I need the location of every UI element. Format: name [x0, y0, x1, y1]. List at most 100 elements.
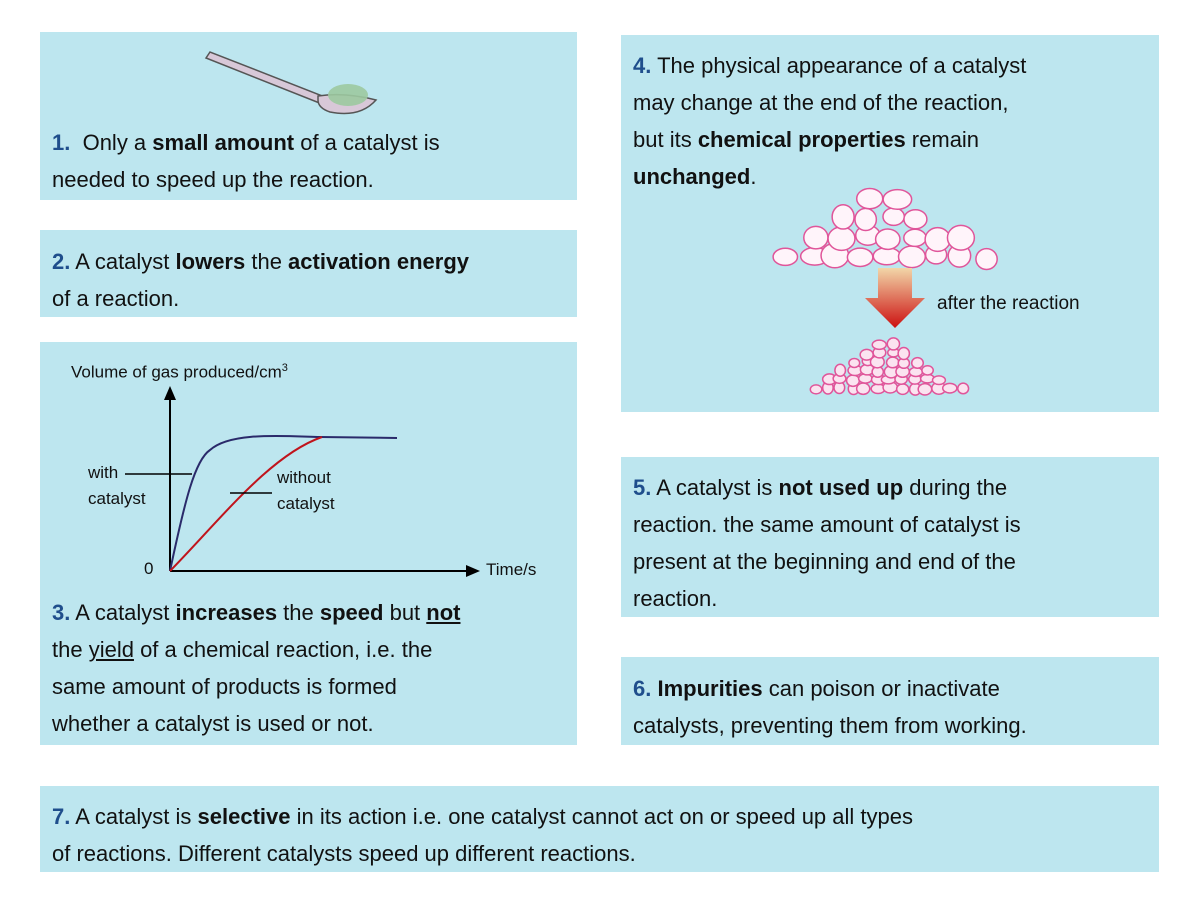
point-4-text: 4. The physical appearance of a catalyst… [633, 47, 1026, 195]
catalyst-lump [855, 382, 871, 396]
text-segment: during the reaction. the same amount of … [633, 475, 1021, 611]
text-segment: the [52, 637, 83, 662]
point-1-text: 1. Only a small amount of a catalyst is … [52, 124, 440, 198]
text-segment: selective [197, 804, 291, 829]
text-segment: chemical properties [697, 127, 906, 152]
with-catalyst-label-line: with [88, 463, 119, 482]
catalyst-lump [931, 375, 947, 386]
point-number: 3. [52, 600, 71, 625]
catalyst-lump [897, 245, 927, 269]
text-segment: The physical appearance of a catalyst ma… [633, 53, 1027, 152]
text-segment: remain [911, 127, 980, 152]
text-segment: unchanged [633, 164, 751, 189]
text-segment: Only a [70, 130, 153, 155]
text-segment: increases [175, 600, 278, 625]
catalyst-lump [885, 356, 900, 369]
text-segment: the [245, 249, 289, 274]
point-2-box [40, 230, 577, 317]
catalyst-lump [957, 382, 970, 395]
after-reaction-label: after the reaction [937, 293, 1080, 314]
text-segment: activation energy [288, 249, 469, 274]
text-segment: speed [319, 600, 384, 625]
without-catalyst-label-line: without [277, 468, 331, 487]
catalyst-lump [903, 228, 927, 248]
y-axis-label-sup: 3 [281, 362, 288, 374]
text-segment: not used up [778, 475, 904, 500]
catalyst-lump [772, 247, 799, 267]
text-segment: A catalyst is [70, 804, 198, 829]
point-5-box [621, 457, 1159, 617]
series-line-without-catalyst [169, 436, 323, 572]
text-segment: yield [88, 637, 134, 662]
catalyst-lump [809, 384, 823, 395]
powdered-catalyst [809, 337, 970, 396]
catalyst-lump [921, 364, 934, 376]
point-number: 1. [52, 130, 71, 155]
y-axis-arrow [164, 386, 176, 400]
text-segment: of a chemical reaction, i.e. the same am… [52, 637, 433, 736]
catalyst-lump [834, 363, 847, 377]
text-segment: lowers [175, 249, 246, 274]
text-segment: small amount [152, 130, 295, 155]
catalyst-lump [848, 357, 861, 369]
with-catalyst-label-line: catalyst [88, 489, 146, 508]
y-axis-label: Volume of gas produced/cm3 [71, 355, 288, 386]
point-3-box [40, 342, 577, 745]
catalyst-lump [975, 247, 998, 271]
without-catalyst-label-line: catalyst [277, 494, 335, 513]
catalyst-lump [874, 228, 901, 251]
x-axis-arrow [466, 565, 480, 577]
series-line-with-catalyst [169, 434, 398, 572]
catalyst-lump [854, 207, 878, 232]
point-3-text: 3. A catalyst increases the speed but no… [52, 594, 460, 742]
point-1-box [40, 32, 577, 200]
catalyst-lump [924, 226, 951, 253]
point-7-text: 7. A catalyst is selective in its action… [52, 798, 913, 872]
text-segment: Impurities [657, 676, 763, 701]
point-5-text: 5. A catalyst is not used up during the … [633, 469, 1021, 617]
text-segment: A catalyst [70, 600, 176, 625]
text-segment: can poison or inactivate catalysts, prev… [633, 676, 1027, 738]
point-number: 6. [633, 676, 652, 701]
reaction-rate-chart [125, 386, 480, 577]
catalyst-lump [917, 382, 933, 396]
point-6-text: 6. Impurities can poison or inactivate c… [633, 670, 1027, 744]
point-6-box [621, 657, 1159, 745]
point-7-box [40, 786, 1159, 872]
catalyst-lump [895, 383, 910, 396]
catalyst-lump [897, 346, 911, 361]
text-segment: . [750, 164, 757, 189]
catalyst-lump [855, 187, 884, 210]
point-number: 4. [633, 53, 652, 78]
catalyst-lump [846, 247, 874, 268]
x-axis-label: Time/s [486, 560, 537, 579]
spoon-icon [204, 51, 378, 115]
catalyst-lump [827, 226, 856, 252]
text-segment: A catalyst is [651, 475, 779, 500]
catalyst-lump [845, 374, 861, 388]
catalyst-lump [886, 337, 901, 351]
text-segment: of a catalyst is needed to speed up the … [52, 130, 440, 192]
text-segment: not [426, 600, 461, 625]
text-segment: A catalyst [70, 249, 176, 274]
point-2-text: 2. A catalyst lowers the activation ener… [52, 243, 469, 317]
text-segment: in its action i.e. one catalyst cannot a… [52, 804, 913, 866]
catalyst-lump [882, 207, 906, 227]
catalyst-lump [946, 224, 976, 251]
point-number: 2. [52, 249, 71, 274]
catalyst-lump [803, 225, 829, 250]
catalyst-lump [941, 382, 958, 394]
text-segment: the [277, 600, 320, 625]
catalyst-lump [831, 204, 855, 230]
catalyst-lump [910, 356, 925, 370]
catalyst-lump [859, 348, 874, 361]
text-segment: but [383, 600, 427, 625]
large-catalyst-lumps [772, 187, 998, 271]
catalyst-lump [882, 188, 913, 210]
y-axis-label-text: Volume of gas produced/cm [71, 362, 282, 382]
down-arrow-icon [865, 268, 925, 328]
without-catalyst-label: without catalyst [277, 465, 335, 517]
catalyst-lump [871, 339, 887, 351]
catalyst-lump [903, 208, 928, 230]
